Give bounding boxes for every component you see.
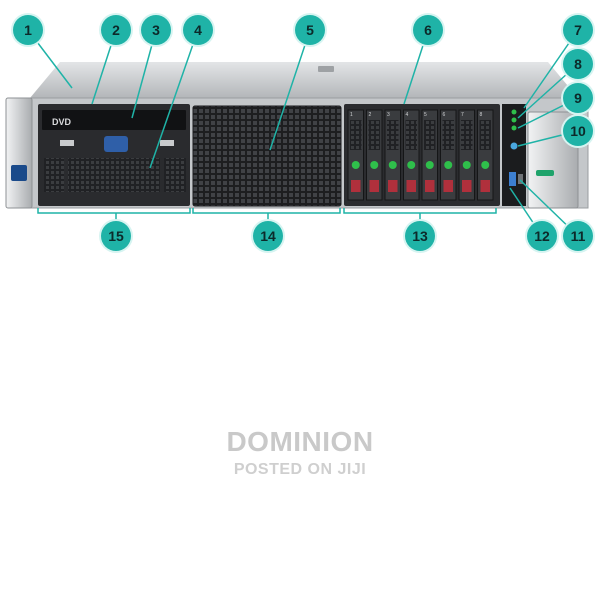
status-led-1 — [511, 109, 517, 115]
callout-badge: 9 — [563, 83, 593, 113]
callout-badge: 2 — [101, 15, 131, 45]
drive-release-lever — [388, 180, 398, 192]
drive-bay-number: 8 — [480, 112, 483, 118]
drive-bay[interactable]: 8 — [477, 109, 494, 201]
media-grille — [68, 158, 160, 192]
vent-module — [192, 105, 342, 207]
service-port — [518, 174, 523, 184]
callout-badge: 10 — [563, 116, 593, 146]
media-grille-left — [44, 158, 64, 192]
drive-release-lever — [443, 180, 453, 192]
drive-status-led — [425, 161, 434, 169]
front-usb-port — [509, 172, 516, 186]
callout-badge: 14 — [253, 221, 283, 251]
drive-bay[interactable]: 3 — [384, 109, 401, 201]
drive-bay[interactable]: 5 — [421, 109, 438, 201]
drive-release-lever — [369, 180, 379, 192]
drive-bay-number: 2 — [369, 112, 372, 118]
usb-port-right — [160, 140, 174, 146]
usb-port-left — [60, 140, 74, 146]
left-rack-ear — [5, 97, 33, 209]
callout-badge: 1 — [13, 15, 43, 45]
watermark-brand: DOMINION — [226, 426, 374, 457]
callout-badge: 7 — [563, 15, 593, 45]
drive-release-lever — [425, 180, 435, 192]
drive-status-led — [370, 161, 379, 169]
callout-badge: 11 — [563, 221, 593, 251]
drive-status-led — [462, 161, 471, 169]
callout-badge: 4 — [183, 15, 213, 45]
drive-bay[interactable]: 1 — [347, 109, 364, 201]
drive-bays: 1 2 3 4 5 6 7 8 — [347, 109, 494, 201]
drive-bay-number: 5 — [424, 112, 427, 118]
status-led-3 — [511, 125, 517, 131]
leader-line — [149, 29, 199, 169]
drive-release-lever — [406, 180, 416, 192]
drive-status-led — [407, 161, 416, 169]
drive-bay[interactable]: 7 — [458, 109, 475, 201]
hpe-logo-plate — [536, 170, 554, 176]
drive-status-led — [351, 161, 360, 169]
drive-bay-number: 4 — [406, 112, 409, 118]
power-button — [510, 142, 518, 150]
chassis-top — [30, 62, 578, 98]
drive-status-led — [481, 161, 490, 169]
left-ear-badge — [11, 165, 27, 181]
optical-drive-label: DVD — [52, 117, 72, 127]
drive-release-lever — [480, 180, 490, 192]
callout-badge: 6 — [413, 15, 443, 45]
drive-status-led — [388, 161, 397, 169]
media-grille-right — [164, 158, 186, 192]
status-led-2 — [511, 117, 517, 123]
top-vent — [318, 66, 334, 72]
drive-bay-number: 1 — [350, 112, 353, 118]
callout-badge: 3 — [141, 15, 171, 45]
optical-drive — [42, 110, 186, 130]
drive-release-lever — [351, 180, 361, 192]
callout-badge: 12 — [527, 221, 557, 251]
drive-bay-number: 3 — [387, 112, 390, 118]
watermark-subtitle: POSTED ON JIJI — [233, 461, 367, 478]
callout-badge: 15 — [101, 221, 131, 251]
leader-line — [523, 29, 579, 109]
vga-port — [104, 136, 128, 152]
drive-bay[interactable]: 6 — [440, 109, 457, 201]
drive-bay-number: 7 — [461, 112, 464, 118]
callout-badge: 5 — [295, 15, 325, 45]
callout-badge: 8 — [563, 49, 593, 79]
callout-badge: 13 — [405, 221, 435, 251]
drive-bay[interactable]: 4 — [403, 109, 420, 201]
drive-status-led — [444, 161, 453, 169]
section-brackets — [37, 208, 497, 214]
leader-line — [269, 29, 311, 151]
drive-release-lever — [462, 180, 472, 192]
drive-bay[interactable]: 2 — [366, 109, 383, 201]
drive-bay-number: 6 — [443, 112, 446, 118]
